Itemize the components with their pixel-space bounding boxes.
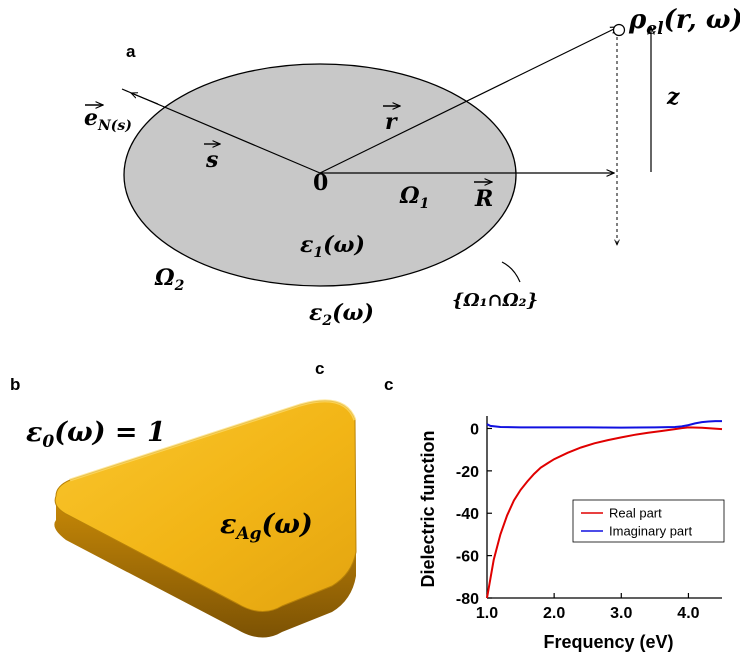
- svg-text:r: r: [385, 109, 398, 135]
- svg-text:eN(s): eN(s): [84, 105, 132, 134]
- eps0-label: ε0(ω) = 1: [26, 417, 166, 452]
- boundary-label: {Ω₁∩Ω₂}: [452, 290, 538, 311]
- label-vec-R: R: [474, 182, 493, 212]
- panel-a-label: a: [126, 42, 136, 61]
- y-axis-label: Dielectric function: [418, 430, 438, 587]
- vector-r-arrow: [319, 27, 618, 174]
- epsAg-label: εAg(ω): [220, 509, 313, 544]
- x-tick-label: 2.0: [543, 605, 565, 622]
- z-label: z: [666, 84, 680, 110]
- y-tick-label: -80: [456, 591, 479, 608]
- legend-label-imaginary: Imaginary part: [609, 524, 692, 539]
- legend-label-real: Real part: [609, 506, 662, 521]
- y-tick-label: -40: [456, 506, 479, 523]
- panel-c-label: c: [384, 375, 393, 394]
- panel-b-label: b: [10, 375, 20, 394]
- legend-box: [572, 499, 725, 543]
- charge-point: [612, 23, 626, 37]
- omega2-label: Ω2: [154, 265, 185, 294]
- svg-text:s: s: [205, 147, 218, 173]
- domain-omega1-ellipse: [123, 63, 517, 287]
- silver-prism-top: [54, 400, 357, 612]
- y-tick-label: -60: [456, 549, 479, 566]
- omega1-label: Ω1: [399, 183, 429, 212]
- x-tick-label: 4.0: [677, 605, 699, 622]
- panel-a: a eN(s) s r R 0 z Ω1 Ω2 ε1(ω: [84, 5, 740, 329]
- series-imaginary-line: [486, 420, 722, 429]
- eps1-label: ε1(ω): [300, 232, 365, 261]
- label-vec-e: eN(s): [84, 105, 132, 134]
- series-real-line: [486, 426, 723, 599]
- rho-label: ρel(r, ω): [628, 5, 740, 39]
- silver-prism-side: [54, 496, 356, 638]
- prism-edge-highlight: [69, 399, 357, 482]
- boundary-pointer-line: [501, 261, 521, 283]
- eps2-label: ε2(ω): [309, 300, 374, 329]
- y-tick-label: 0: [470, 421, 479, 438]
- x-axis-label: Frequency (eV): [543, 632, 673, 652]
- x-tick-label: 3.0: [610, 605, 632, 622]
- normal-vector-arrow: [131, 93, 159, 105]
- panel-b: b ε0(ω) = 1 εAg(ω): [10, 375, 357, 638]
- y-tick-label: -20: [456, 464, 479, 481]
- label-vec-r: r: [383, 106, 400, 135]
- label-vec-s: s: [204, 144, 220, 173]
- origin-label: 0: [313, 170, 328, 196]
- panel-c-top-label: c: [315, 359, 324, 378]
- svg-text:R: R: [474, 186, 493, 212]
- x-tick-label: 1.0: [476, 605, 498, 622]
